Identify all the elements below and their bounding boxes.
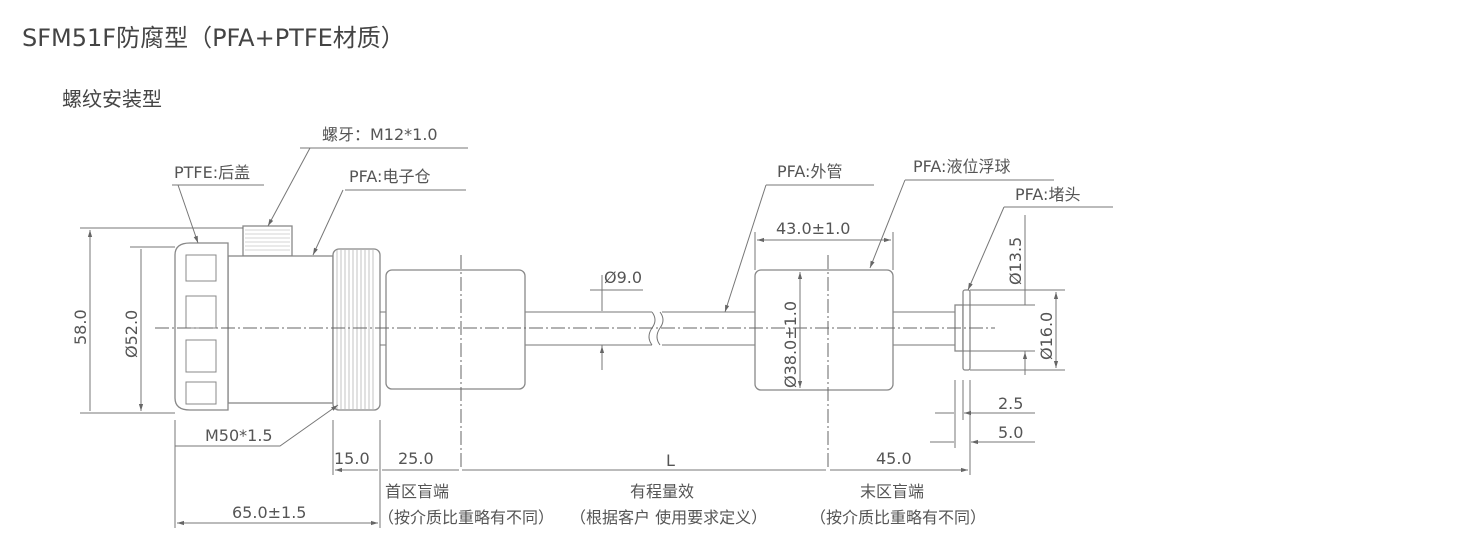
dim-plug-dia: Ø16.0 (1037, 312, 1056, 360)
callout-thread: 螺牙：M12*1.0 (322, 125, 438, 144)
centerlines (155, 255, 995, 470)
zone-bottom-title: 末区盲端 (860, 482, 924, 501)
dim-head-length: 65.0±1.5 (232, 503, 306, 522)
callout-housing: PFA:电子仓 (349, 167, 430, 186)
dim-float-length: 43.0±1.0 (776, 219, 850, 238)
dim-plug-t2: 5.0 (998, 423, 1023, 442)
zone-top-note: （按介质比重略有不同） (378, 508, 554, 527)
dimension-lines (80, 215, 1065, 528)
dim-cover-dia: Ø52.0 (122, 310, 141, 358)
zone-range-note: （根据客户 使用要求定义） (570, 508, 767, 527)
back-cover (174, 242, 229, 411)
callout-mount-thread: M50*1.5 (205, 426, 273, 445)
zone-range-title: 有程量效 (630, 482, 694, 501)
probe (155, 255, 995, 470)
sensor-head (174, 225, 381, 411)
callout-outer-tube: PFA:外管 (777, 162, 842, 181)
electronics-housing (227, 255, 334, 404)
dim-thread-length: 15.0 (334, 449, 370, 468)
zone-bottom-note: （按介质比重略有不同） (810, 508, 986, 527)
section-subtitle: 螺纹安装型 (62, 87, 162, 111)
callout-back-cover: PTFE:后盖 (174, 163, 250, 182)
plug-flange (962, 289, 971, 371)
zone-top-title: 首区盲端 (385, 482, 449, 501)
callout-leaders (172, 147, 1113, 447)
dim-top-blind: 25.0 (398, 449, 434, 468)
dim-tube-dia: Ø9.0 (604, 268, 642, 287)
callout-float: PFA:液位浮球 (913, 157, 1010, 176)
dim-plug-inner-dia: Ø13.5 (1006, 237, 1025, 285)
float-lower (754, 269, 894, 391)
dim-plug-t1: 2.5 (998, 394, 1023, 413)
page-title: SFM51F防腐型（PFA+PTFE材质） (22, 24, 405, 52)
float-upper (385, 269, 526, 390)
dim-range: L (666, 451, 675, 470)
dim-bottom-blind: 45.0 (876, 449, 912, 468)
dim-float-dia: Ø38.0±1.0 (781, 301, 800, 388)
m12-connector (242, 225, 293, 257)
dim-height: 58.0 (71, 309, 90, 345)
callout-plug: PFA:堵头 (1015, 185, 1080, 204)
